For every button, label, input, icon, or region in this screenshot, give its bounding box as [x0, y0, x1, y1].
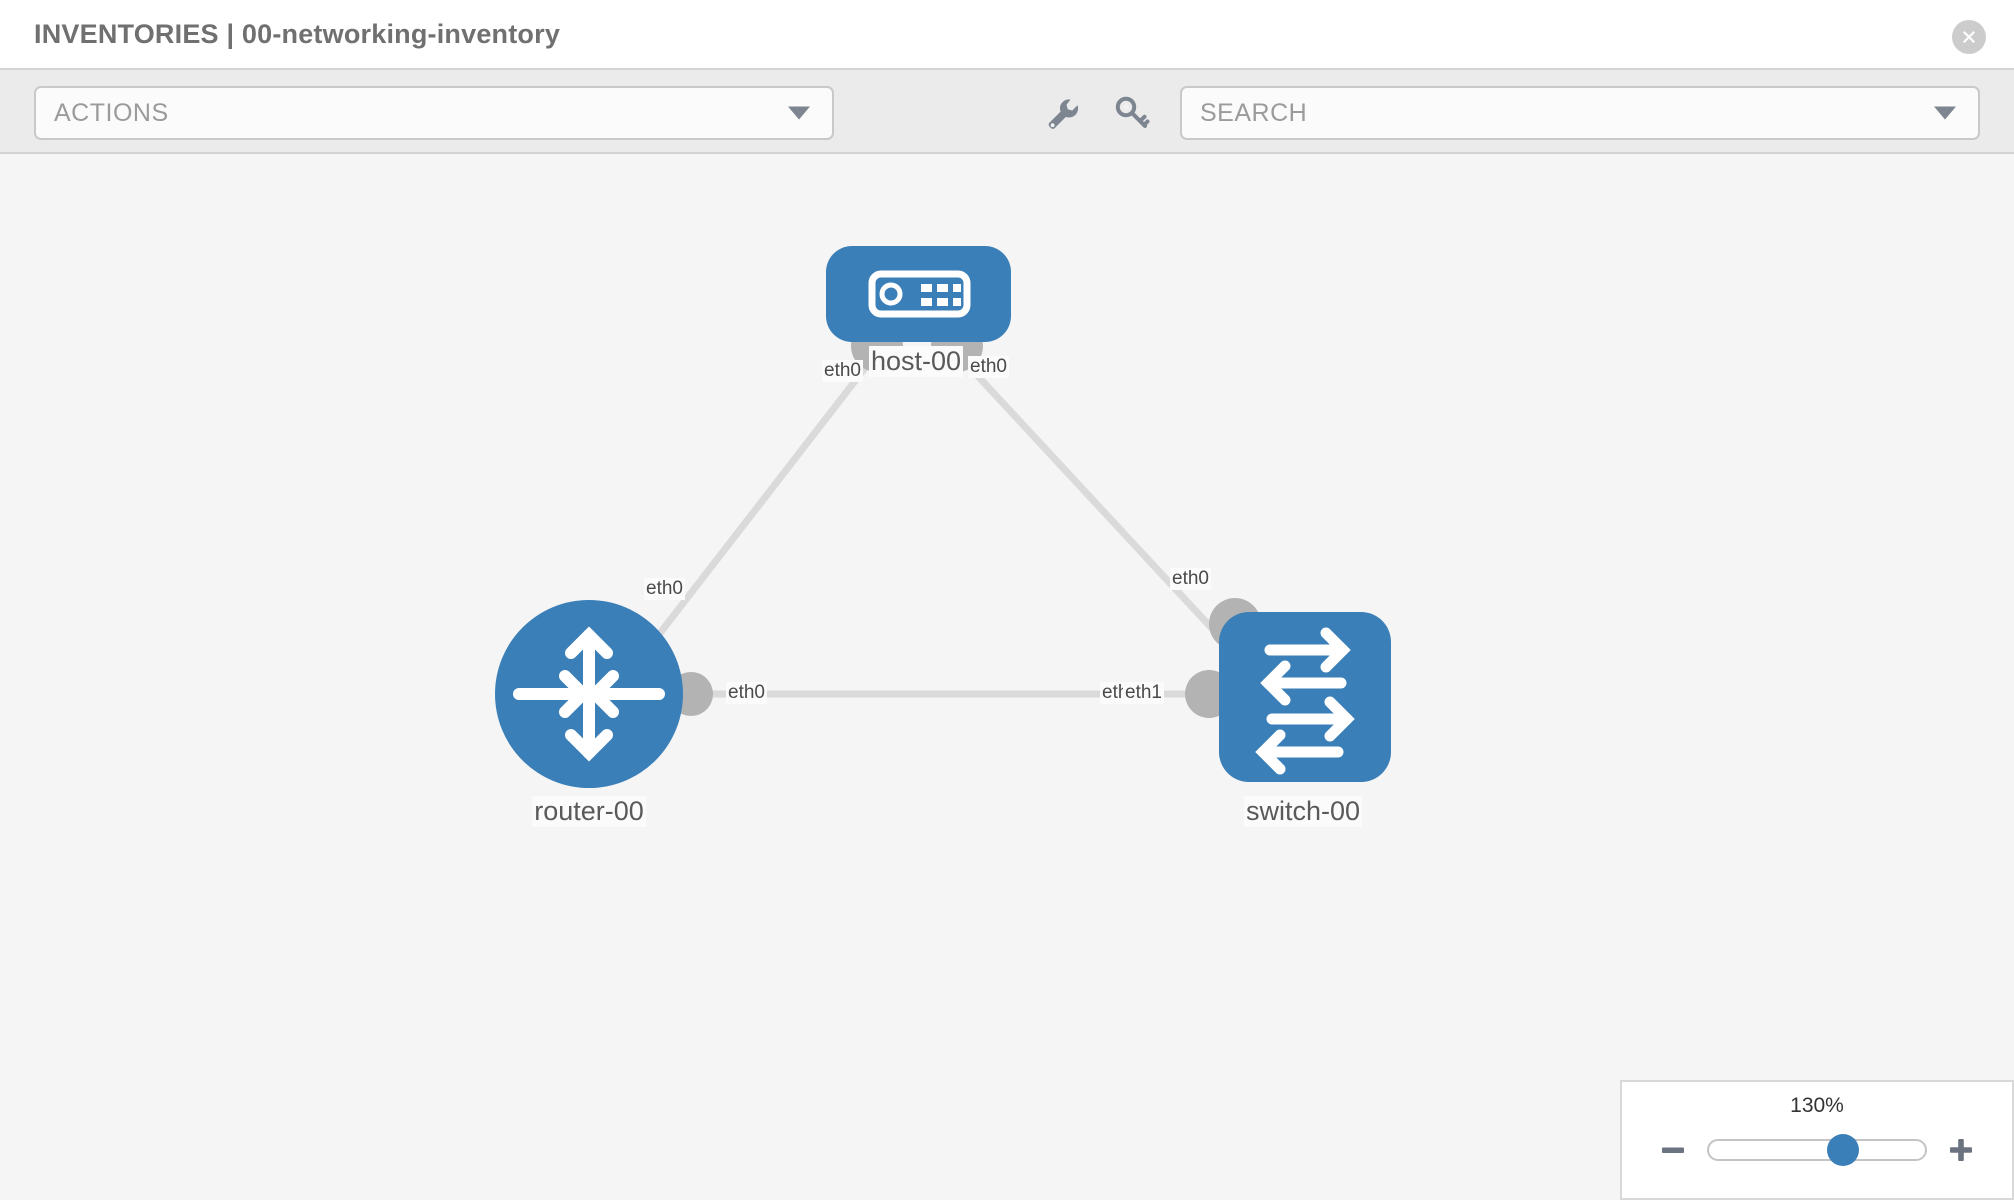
close-icon[interactable] — [1952, 20, 1986, 54]
port-label-host00-eth0-right: eth0 — [968, 356, 1009, 378]
node-label-switch-00: switch-00 — [1243, 796, 1363, 827]
node-switch-00 — [1219, 612, 1391, 782]
node-router-00 — [495, 600, 683, 788]
page-header: INVENTORIES | 00-networking-inventory — [0, 0, 2014, 68]
actions-dropdown-label: ACTIONS — [54, 98, 169, 127]
zoom-slider-knob[interactable] — [1826, 1134, 1859, 1166]
minus-icon[interactable] — [1657, 1134, 1689, 1166]
topology-canvas[interactable]: host-00 router-00 switch-00 eth0 eth0 et… — [0, 154, 2014, 1200]
node-label-router-00: router-00 — [532, 796, 646, 827]
link-host00-router00 — [637, 356, 875, 662]
topology-graph — [495, 246, 1391, 788]
topology-toolbar: ACTIONS SEARCH — [0, 68, 2014, 154]
port-label-link-host-router: eth0 — [644, 578, 685, 600]
port-label-switch00-eth1: eth1 — [1123, 682, 1164, 704]
topology-ports — [669, 320, 1261, 718]
actions-dropdown[interactable]: ACTIONS — [34, 86, 834, 140]
port-label-host00-eth0-left: eth0 — [822, 360, 863, 382]
wrench-icon[interactable] — [1040, 91, 1084, 135]
node-host-00 — [826, 246, 1011, 342]
zoom-slider-row — [1622, 1130, 2012, 1170]
link-host00-switch00 — [959, 356, 1248, 667]
search-placeholder: SEARCH — [1200, 98, 1308, 127]
chevron-down-icon — [788, 106, 810, 120]
port-label-router00-eth0: eth0 — [726, 682, 767, 704]
server-appliance-icon — [868, 270, 971, 318]
toolbar-icon-group — [1040, 86, 1170, 140]
plus-icon[interactable] — [1945, 1134, 1977, 1166]
key-icon[interactable] — [1110, 91, 1154, 135]
node-label-host-00: host-00 — [868, 346, 964, 377]
chevron-down-icon — [1934, 106, 1956, 120]
four-arrows-router-icon — [513, 626, 665, 762]
zoom-slider-track[interactable] — [1707, 1134, 1927, 1166]
port-label-link-host-switch: eth0 — [1170, 568, 1211, 590]
zoom-level-value: 130% — [1790, 1094, 1844, 1117]
zoom-control-panel: 130% — [1620, 1080, 2014, 1200]
search-input[interactable]: SEARCH — [1180, 86, 1980, 140]
topology-links — [637, 356, 1248, 698]
page-title: INVENTORIES | 00-networking-inventory — [34, 18, 561, 49]
bidirectional-arrows-switch-icon — [1255, 627, 1355, 775]
